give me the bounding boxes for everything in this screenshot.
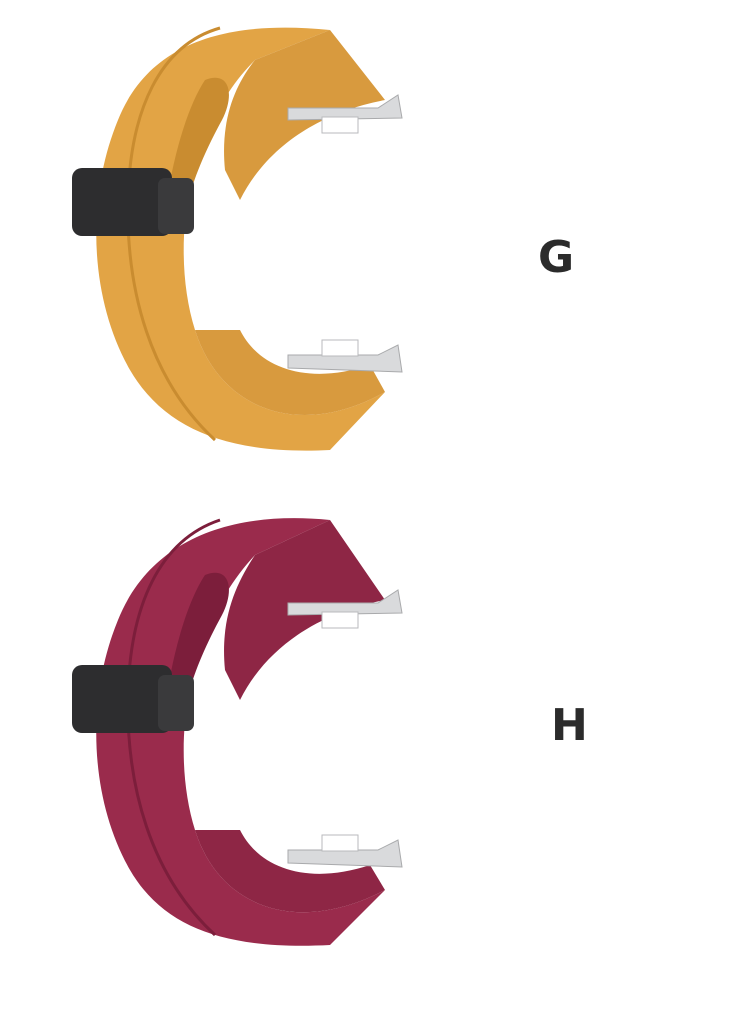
variant-g: G — [72, 26, 575, 451]
spring-bar-top — [287, 589, 403, 629]
yellow-strap — [96, 26, 385, 451]
variant-h: H — [0, 505, 750, 1010]
magnetic-buckle — [72, 168, 194, 236]
spring-bar-bottom — [287, 834, 403, 868]
watch-strap-image — [72, 518, 403, 946]
variant-label: G — [538, 232, 575, 283]
magnetic-buckle — [72, 665, 194, 733]
spring-bar-bottom — [287, 339, 403, 373]
watch-strap-image — [72, 26, 403, 451]
spring-bar-top — [287, 94, 403, 134]
variant-label: H — [551, 700, 588, 751]
